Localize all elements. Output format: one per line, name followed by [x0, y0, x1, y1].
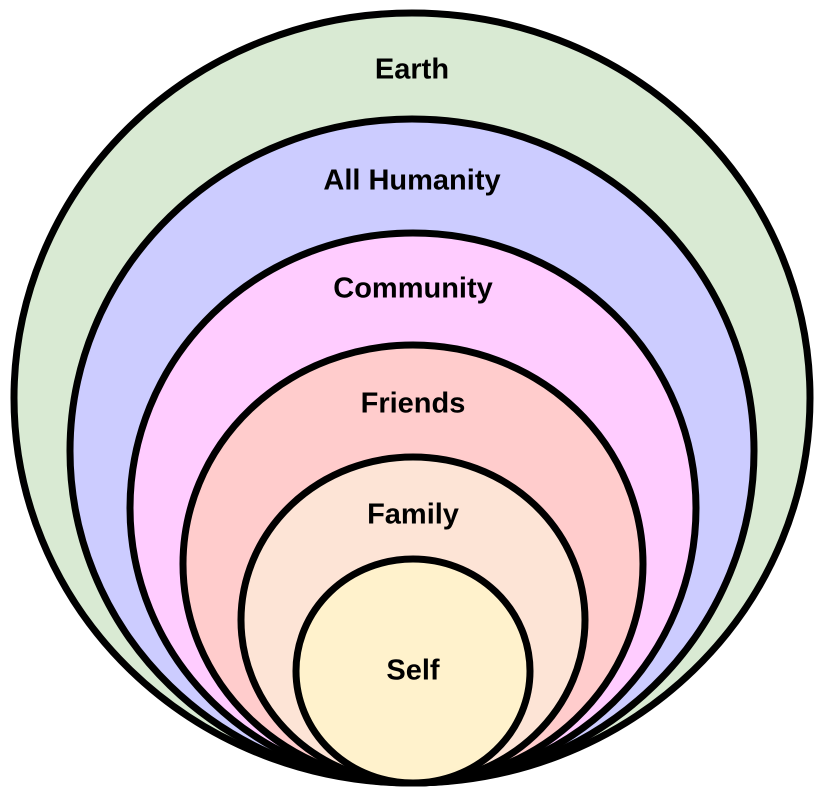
all-humanity-label: All Humanity	[323, 165, 500, 197]
community-label: Community	[333, 273, 493, 305]
friends-label: Friends	[361, 388, 466, 420]
family-label: Family	[367, 499, 459, 531]
earth-label: Earth	[375, 54, 449, 86]
self-circle	[292, 555, 534, 787]
self-label: Self	[386, 655, 440, 687]
